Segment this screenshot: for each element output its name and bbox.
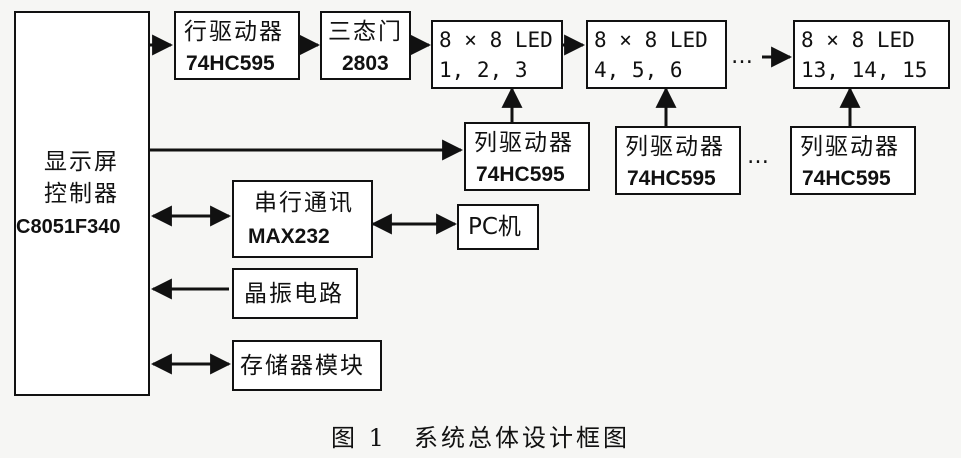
storage-box: 存储器模块 bbox=[232, 340, 382, 391]
col-driver-label: 列驱动器 bbox=[474, 130, 574, 156]
pc-box: PC机 bbox=[457, 204, 539, 250]
col-driver-box-3: 列驱动器 74HC595 bbox=[790, 126, 916, 195]
pc-label: PC机 bbox=[468, 214, 521, 240]
row-driver-box: 行驱动器 74HC595 bbox=[174, 11, 300, 80]
led-box-3: 8 × 8 LED 13, 14, 15 bbox=[793, 20, 950, 89]
led-label: 8 × 8 LED bbox=[801, 28, 915, 52]
row-driver-label: 行驱动器 bbox=[184, 19, 284, 45]
crystal-box: 晶振电路 bbox=[232, 268, 358, 319]
controller-line1: 显示屏 bbox=[44, 149, 119, 175]
controller-box: 显示屏 控制器 C8051F340 bbox=[14, 11, 150, 396]
tristate-box: 三态门 2803 bbox=[320, 11, 411, 80]
led-box-2: 8 × 8 LED 4, 5, 6 bbox=[586, 20, 727, 89]
controller-line2: 控制器 bbox=[44, 181, 119, 207]
led-nums: 1, 2, 3 bbox=[439, 58, 528, 82]
led-nums: 13, 14, 15 bbox=[801, 58, 928, 82]
led-nums: 4, 5, 6 bbox=[594, 58, 683, 82]
row-driver-model: 74HC595 bbox=[186, 52, 275, 75]
led-label: 8 × 8 LED bbox=[439, 28, 553, 52]
col-driver-label: 列驱动器 bbox=[625, 134, 725, 160]
tristate-label: 三态门 bbox=[328, 19, 403, 45]
led-box-1: 8 × 8 LED 1, 2, 3 bbox=[431, 20, 563, 89]
serial-box: 串行通讯 MAX232 bbox=[232, 180, 373, 258]
tristate-model: 2803 bbox=[342, 52, 389, 75]
col-driver-box-1: 列驱动器 74HC595 bbox=[464, 122, 590, 191]
col-driver-model: 74HC595 bbox=[627, 167, 716, 190]
controller-model: C8051F340 bbox=[16, 216, 121, 238]
serial-label: 串行通讯 bbox=[254, 190, 354, 216]
ellipsis-bottom: … bbox=[747, 144, 769, 169]
crystal-label: 晶振电路 bbox=[244, 281, 344, 307]
ellipsis-top: … bbox=[731, 44, 753, 69]
serial-model: MAX232 bbox=[248, 225, 330, 248]
col-driver-box-2: 列驱动器 74HC595 bbox=[615, 126, 741, 195]
led-label: 8 × 8 LED bbox=[594, 28, 708, 52]
col-driver-label: 列驱动器 bbox=[800, 134, 900, 160]
col-driver-model: 74HC595 bbox=[476, 163, 565, 186]
figure-caption: 图 1 系统总体设计框图 bbox=[331, 424, 630, 452]
col-driver-model: 74HC595 bbox=[802, 167, 891, 190]
storage-label: 存储器模块 bbox=[240, 353, 365, 379]
